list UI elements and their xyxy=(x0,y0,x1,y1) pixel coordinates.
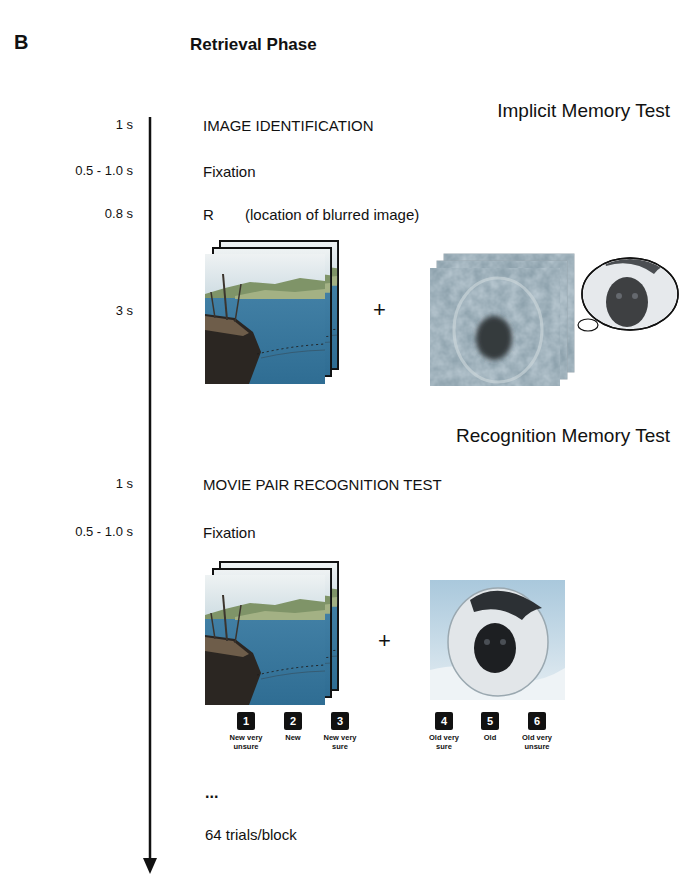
key-number: 6 xyxy=(534,715,540,727)
key-label: New very sure xyxy=(322,734,358,751)
duration: 0.5 - 1.0 s xyxy=(75,164,133,179)
section-heading: Recognition Memory Test xyxy=(456,425,670,447)
step-name: MOVIE PAIR RECOGNITION TEST xyxy=(203,476,442,493)
seal-image xyxy=(430,580,565,700)
duration: 0.5 - 1.0 s xyxy=(75,525,133,540)
fixation-cross: + xyxy=(378,628,391,653)
movie-stack xyxy=(205,561,339,705)
response-key: 2New xyxy=(271,712,315,743)
response-key: 6Old very unsure xyxy=(515,712,559,751)
key-number: 4 xyxy=(441,715,447,727)
key-number: 5 xyxy=(487,715,493,727)
panel-letter: B xyxy=(14,31,28,54)
movie-stack xyxy=(205,240,339,384)
key-label: Old xyxy=(472,734,508,743)
step-name: IMAGE IDENTIFICATION xyxy=(203,117,374,134)
key-square: 3 xyxy=(331,712,349,730)
response-key: 1New very unsure xyxy=(224,712,268,751)
key-square: 5 xyxy=(481,712,499,730)
fixation-cross: + xyxy=(373,297,386,322)
key-number: 2 xyxy=(290,715,296,727)
response-key: 5Old xyxy=(468,712,512,743)
key-label: Old very unsure xyxy=(519,734,555,751)
key-label: New very unsure xyxy=(228,734,264,751)
panel-title: Retrieval Phase xyxy=(190,35,317,55)
ellipsis: ... xyxy=(205,784,218,802)
cue-note: (location of blurred image) xyxy=(245,206,419,223)
blurred-image-stack xyxy=(430,254,574,386)
key-label: Old very sure xyxy=(426,734,462,751)
cue-letter: R xyxy=(203,206,214,223)
response-key: 4Old very sure xyxy=(422,712,466,751)
timeline-arrow xyxy=(143,117,157,874)
response-key: 3New very sure xyxy=(318,712,362,751)
step-name: Fixation xyxy=(203,163,256,180)
duration: 1 s xyxy=(116,477,133,492)
duration: 1 s xyxy=(116,118,133,133)
duration: 0.8 s xyxy=(105,207,133,222)
key-label: New xyxy=(275,734,311,743)
key-square: 4 xyxy=(435,712,453,730)
duration: 3 s xyxy=(116,304,133,319)
section-heading: Implicit Memory Test xyxy=(497,100,670,122)
step-name: Fixation xyxy=(203,524,256,541)
key-square: 2 xyxy=(284,712,302,730)
key-square: 1 xyxy=(237,712,255,730)
trial-count: 64 trials/block xyxy=(205,826,297,843)
key-square: 6 xyxy=(528,712,546,730)
key-number: 3 xyxy=(337,715,343,727)
thought-bubble xyxy=(562,234,688,354)
key-number: 1 xyxy=(243,715,249,727)
